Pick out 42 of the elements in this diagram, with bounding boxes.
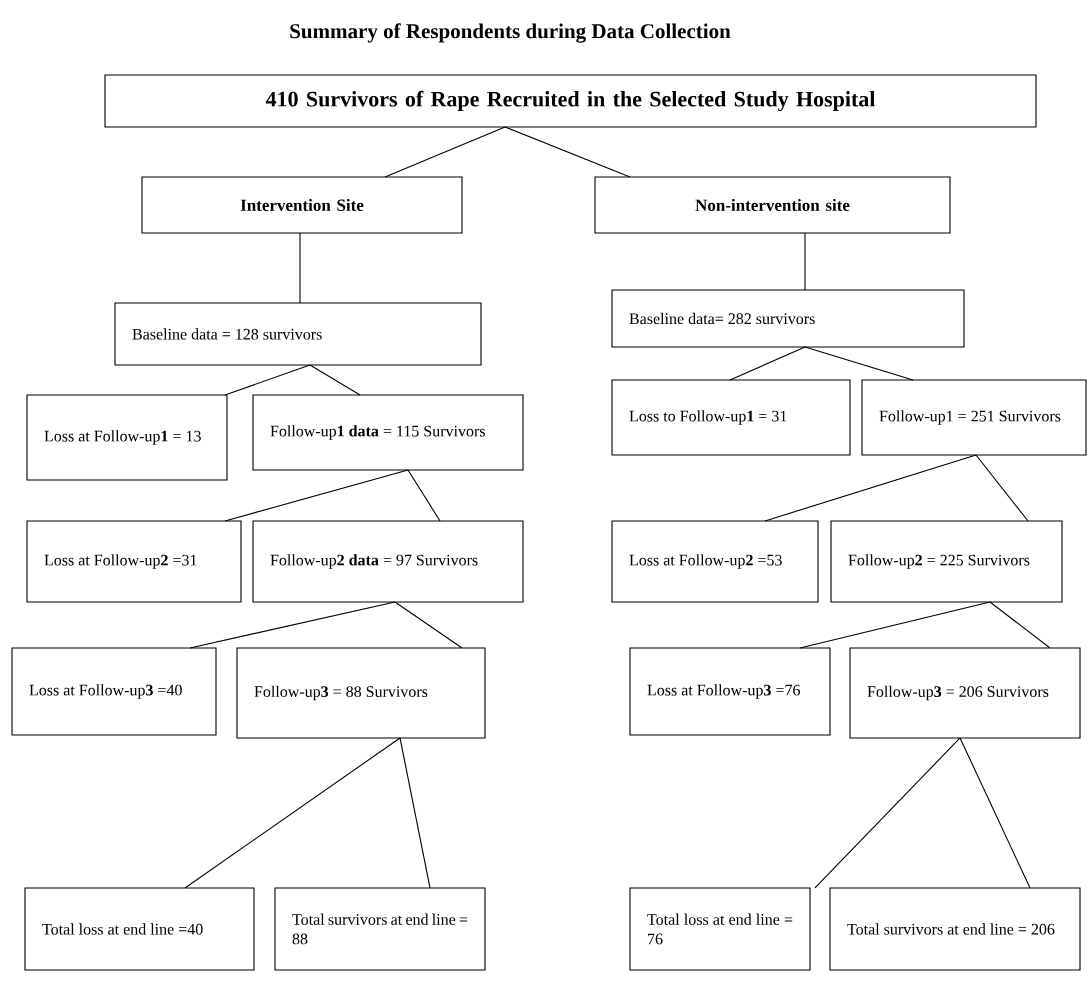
connector-line <box>384 126 506 178</box>
connector-line <box>224 364 311 396</box>
title: Summary of Respondents during Data Collection <box>290 23 731 43</box>
process-box: Loss at Follow-up3 =76 <box>629 647 831 736</box>
connector-line <box>399 737 431 889</box>
process-box: Loss to Follow-up1 = 31 <box>611 379 851 456</box>
header-box: 410 Survivors of Rape Recruited in the Selected Study Hospital <box>104 74 1037 128</box>
process-box: Follow-up3 = 88 Survivors <box>236 647 486 739</box>
process-box: Baseline data= 282 survivors <box>611 289 965 348</box>
connector-line <box>504 126 631 178</box>
process-box: Loss at Follow-up2 =53 <box>611 520 819 603</box>
process-box: Follow-up2 = 225 Survivors <box>830 520 1063 603</box>
process-box: Follow-up1 data = 115 Survivors <box>252 394 524 471</box>
process-box: Follow-up1 = 251 Survivors <box>861 379 1087 456</box>
process-box: Loss at Follow-up1 = 13 <box>26 394 228 481</box>
process-box: Total survivors at end line = 206 <box>829 887 1081 971</box>
process-box: Follow-up2 data = 97 Survivors <box>252 520 524 603</box>
connector-line <box>975 454 1029 522</box>
connector-line <box>299 232 301 304</box>
connector-line <box>224 469 409 522</box>
process-box: Total loss at end line = 76 <box>629 887 811 971</box>
process-box: Loss at Follow-up3 =40 <box>11 647 217 736</box>
connector-line <box>814 737 961 889</box>
connector-line <box>959 737 1031 889</box>
connector-line <box>729 346 806 381</box>
site-box: Intervention Site <box>141 176 463 234</box>
connector-line <box>309 364 361 396</box>
connector-line <box>804 346 914 381</box>
connector-line <box>407 469 441 522</box>
connector-line <box>189 601 396 649</box>
process-box: Total survivors at end line = 88 <box>274 887 486 971</box>
connector-line <box>764 454 977 522</box>
connector-line <box>804 232 806 291</box>
process-box: Baseline data = 128 survivors <box>114 302 482 366</box>
site-box: Non-intervention site <box>594 176 951 234</box>
connector-line <box>799 601 991 649</box>
connector-line <box>989 601 1051 649</box>
connector-line <box>184 737 401 889</box>
process-box: Loss at Follow-up2 =31 <box>26 520 242 603</box>
process-box: Total loss at end line =40 <box>24 887 255 971</box>
connector-line <box>394 601 463 649</box>
process-box: Follow-up3 = 206 Survivors <box>849 647 1081 739</box>
